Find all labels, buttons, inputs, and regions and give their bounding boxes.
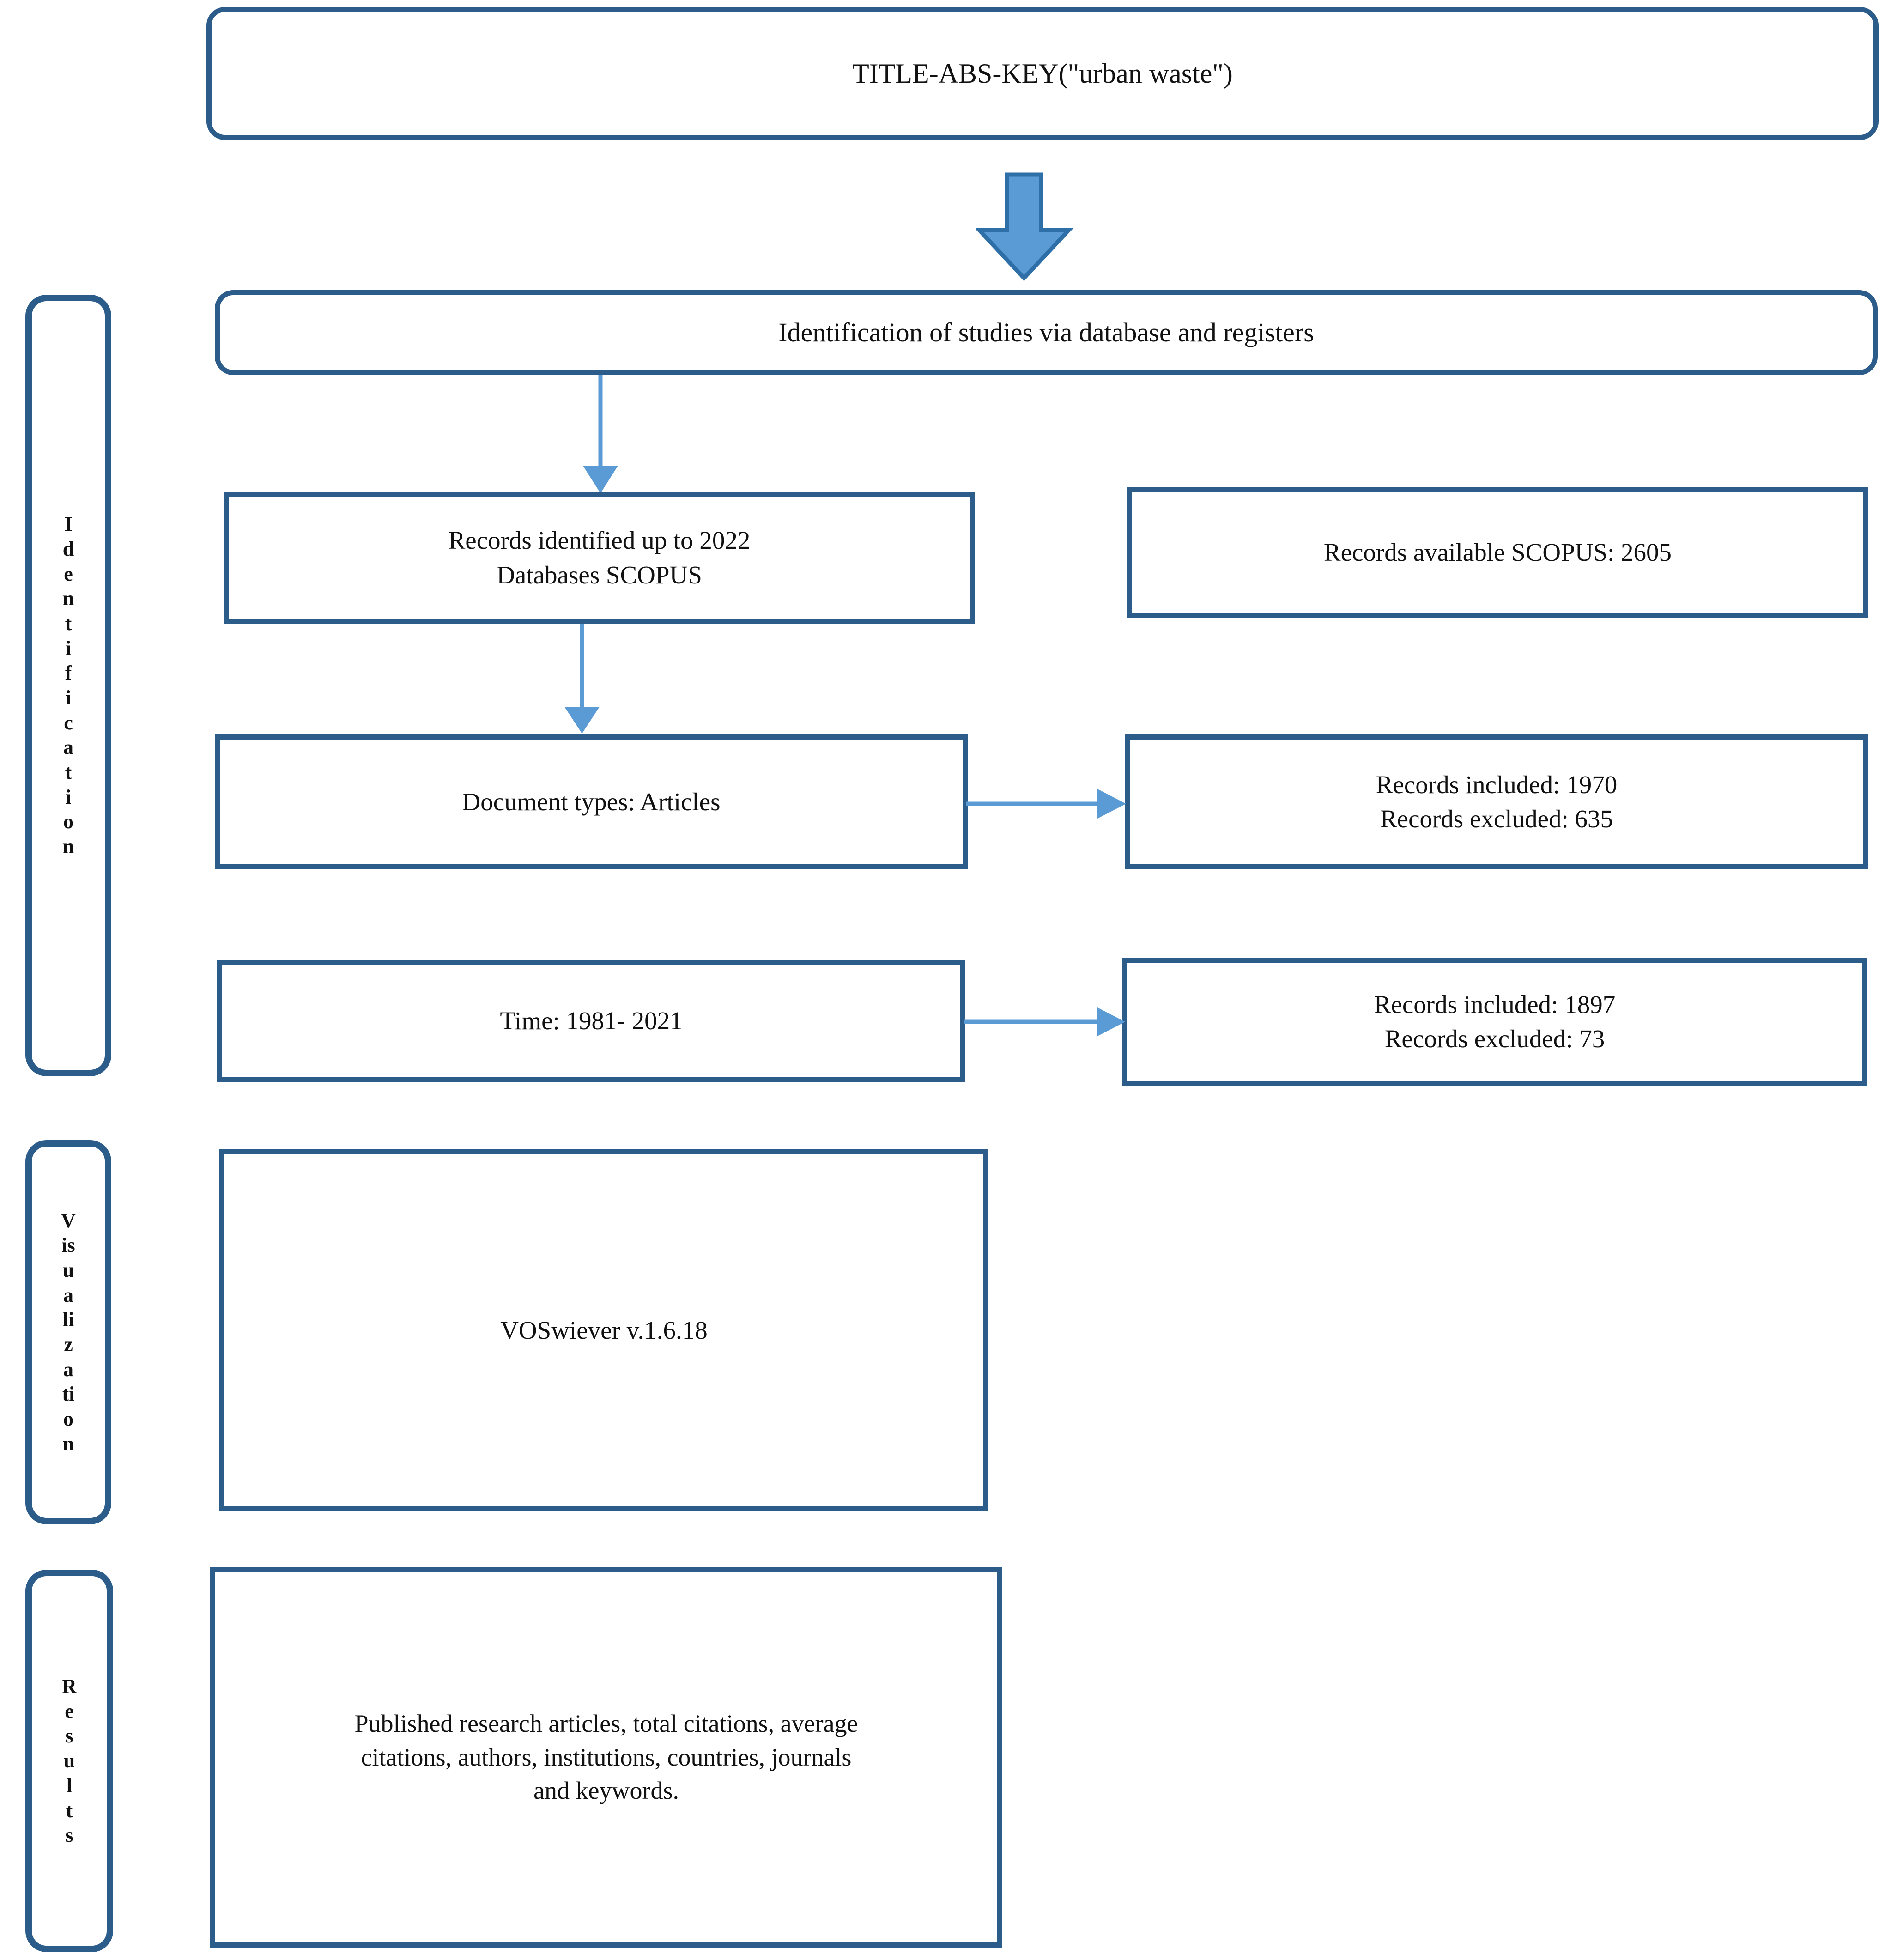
results-text: Published research articles, total citat… (354, 1709, 858, 1805)
down-block-arrow-icon (974, 171, 1074, 282)
records-identified-box: Records identified up to 2022 Databases … (224, 492, 975, 624)
records-available-text: Records available SCOPUS: 2605 (1323, 538, 1672, 566)
identification-header-text: Identification of studies via database a… (778, 317, 1314, 347)
records-after-doctypes-box: Records included: 1970 Records excluded:… (1125, 734, 1868, 869)
records-identified-text: Records identified up to 2022 Databases … (448, 526, 751, 589)
query-box-text: TITLE-ABS-KEY("urban waste") (852, 58, 1233, 89)
time-range-text: Time: 1981- 2021 (500, 1006, 683, 1035)
results-box: Published research articles, total citat… (210, 1567, 1002, 1948)
records-after-time-box: Records included: 1897 Records excluded:… (1122, 958, 1867, 1086)
query-box: TITLE-ABS-KEY("urban waste") (206, 7, 1879, 140)
visualization-box: VOSwiever v.1.6.18 (219, 1149, 988, 1511)
down-arrow-icon-header-to-records (573, 375, 628, 494)
identification-header-box: Identification of studies via database a… (215, 290, 1878, 375)
down-arrow-icon-records-to-doctypes (554, 624, 610, 734)
time-range-box: Time: 1981- 2021 (217, 960, 965, 1082)
records-after-doctypes-text: Records included: 1970 Records excluded:… (1376, 770, 1618, 833)
document-types-box: Document types: Articles (215, 734, 968, 869)
records-available-box: Records available SCOPUS: 2605 (1127, 487, 1868, 618)
right-arrow-icon-time-to-records (964, 1003, 1127, 1040)
visualization-text: VOSwiever v.1.6.18 (500, 1316, 708, 1344)
records-after-time-text: Records included: 1897 Records excluded:… (1374, 990, 1616, 1053)
right-arrow-icon-doctypes-to-records (966, 785, 1128, 822)
document-types-text: Document types: Articles (462, 787, 721, 816)
